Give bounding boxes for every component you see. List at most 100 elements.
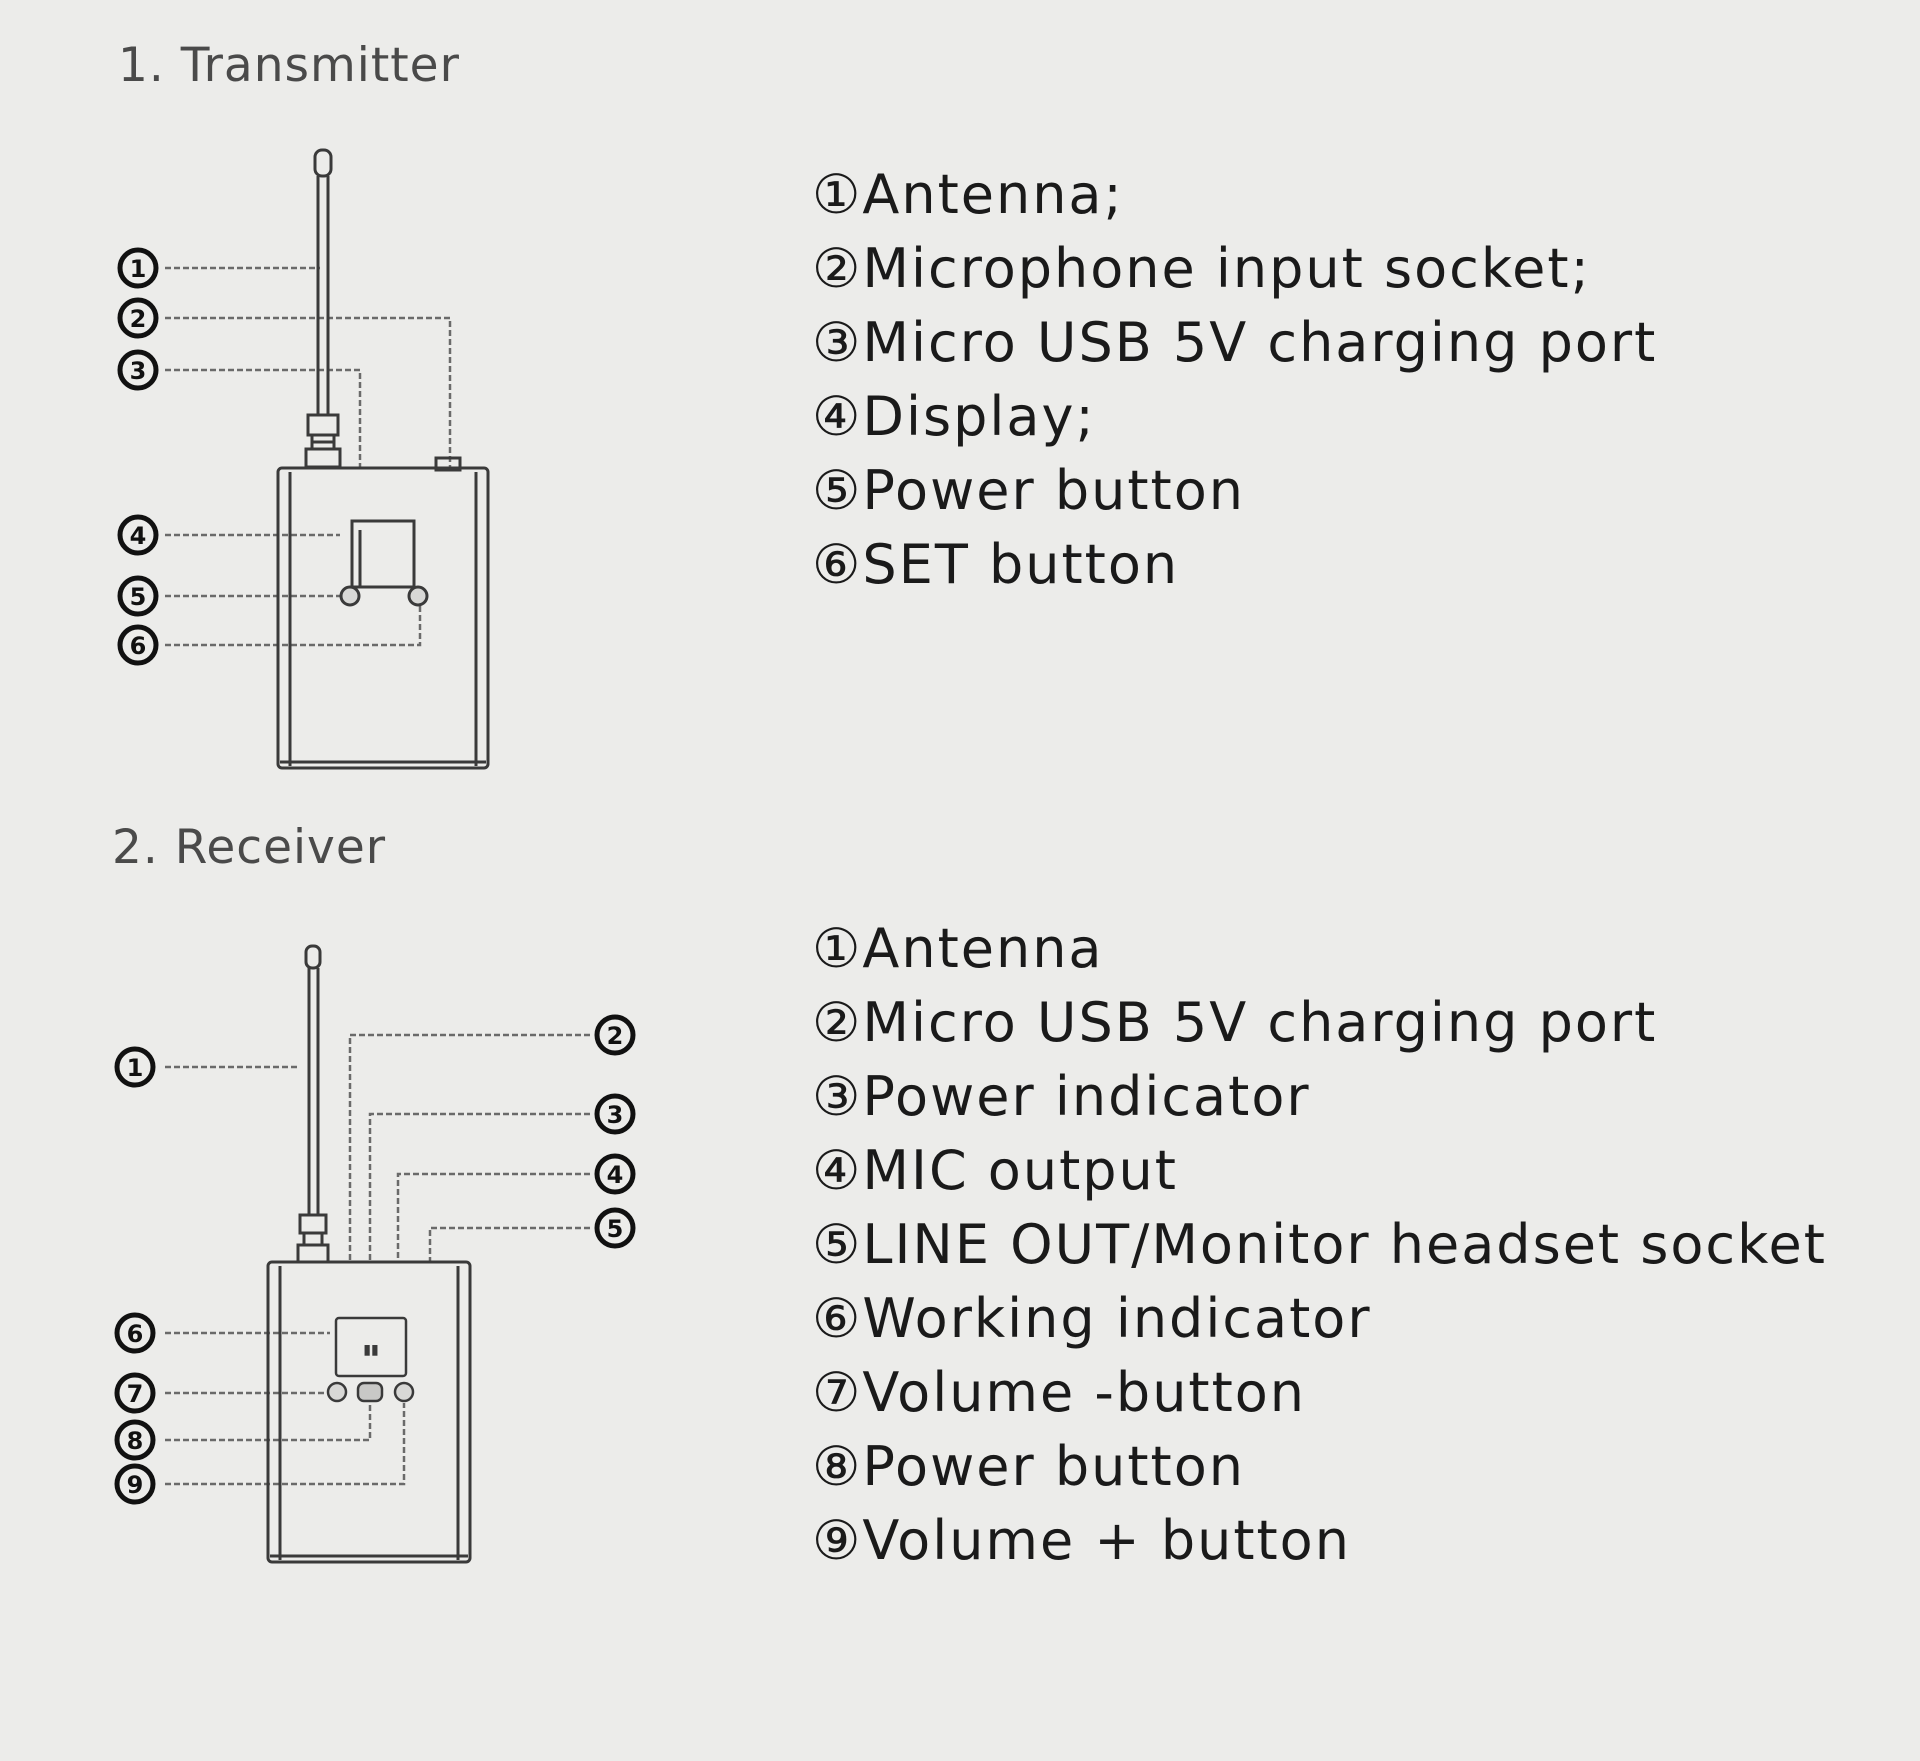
legend-number: ⑧: [812, 1435, 863, 1498]
receiver-legend-item: ⑨Volume + button: [812, 1504, 1827, 1578]
callout-6: 6: [117, 624, 159, 666]
legend-number: ②: [812, 991, 863, 1054]
callout-5: 5: [594, 1207, 636, 1249]
receiver-legend-item: ⑥Working indicator: [812, 1282, 1827, 1356]
callout-3: 3: [117, 349, 159, 391]
legend-number: ⑥: [812, 533, 863, 596]
leader-line: [396, 1172, 590, 1262]
legend-label: Micro USB 5V charging port: [862, 991, 1658, 1054]
receiver-legend-item: ④MIC output: [812, 1134, 1827, 1208]
callout-number: 8: [127, 1427, 144, 1455]
callout-8: 8: [114, 1419, 156, 1461]
legend-label: Power button: [862, 1435, 1245, 1498]
callout-number: 1: [127, 1054, 144, 1082]
transmitter-legend: ①Antenna; ②Microphone input socket; ③Mic…: [812, 158, 1657, 602]
legend-number: ④: [812, 1139, 863, 1202]
callout-number: 6: [130, 632, 147, 660]
leader-line: [165, 316, 452, 468]
legend-number: ②: [812, 237, 863, 300]
transmitter-legend-item: ③Micro USB 5V charging port: [812, 306, 1657, 380]
callout-number: 4: [130, 522, 147, 550]
callout-1: 1: [114, 1046, 156, 1088]
callout-4: 4: [594, 1153, 636, 1195]
transmitter-legend-item: ④Display;: [812, 380, 1657, 454]
power-button-icon: [339, 585, 361, 607]
legend-label: Antenna;: [862, 163, 1124, 226]
leader-line: [165, 1403, 372, 1442]
receiver-legend-item: ⑧Power button: [812, 1430, 1827, 1504]
transmitter-body: [276, 466, 490, 770]
receiver-legend-item: ⑦Volume -button: [812, 1356, 1827, 1430]
callout-7: 7: [114, 1372, 156, 1414]
legend-number: ⑤: [812, 459, 863, 522]
leader-line: [165, 1403, 406, 1486]
transmitter-legend-item: ②Microphone input socket;: [812, 232, 1657, 306]
display-icon: [350, 519, 416, 589]
callout-number: 7: [127, 1380, 144, 1408]
receiver-legend-item: ②Micro USB 5V charging port: [812, 986, 1827, 1060]
callout-5: 5: [117, 575, 159, 617]
callout-2: 2: [117, 297, 159, 339]
legend-label: Power indicator: [862, 1065, 1311, 1128]
legend-label: Volume -button: [862, 1361, 1307, 1424]
legend-label: Power button: [862, 459, 1245, 522]
callout-9: 9: [114, 1463, 156, 1505]
volume-minus-button-icon: [326, 1381, 348, 1403]
legend-number: ③: [812, 311, 863, 374]
callout-number: 1: [130, 255, 147, 283]
callout-number: 3: [130, 357, 147, 385]
callout-4: 4: [117, 514, 159, 556]
legend-number: ③: [812, 1065, 863, 1128]
legend-label: LINE OUT/Monitor headset socket: [862, 1213, 1827, 1276]
receiver-body: [266, 1260, 472, 1564]
antenna-icon: [296, 944, 330, 1264]
display-icon: ▮▮: [334, 1316, 408, 1378]
legend-label: MIC output: [862, 1139, 1178, 1202]
legend-label: Working indicator: [862, 1287, 1372, 1350]
legend-number: ①: [812, 163, 863, 226]
callout-6: 6: [114, 1312, 156, 1354]
svg-text:▮▮: ▮▮: [363, 1342, 378, 1358]
volume-plus-button-icon: [393, 1381, 415, 1403]
callout-number: 2: [130, 305, 147, 333]
leader-line: [165, 598, 422, 647]
antenna-icon: [304, 148, 342, 469]
legend-number: ⑦: [812, 1361, 863, 1424]
receiver-legend: ①Antenna ②Micro USB 5V charging port ③Po…: [812, 912, 1827, 1578]
callout-2: 2: [594, 1014, 636, 1056]
set-button-icon: [407, 585, 429, 607]
callout-1: 1: [117, 247, 159, 289]
receiver-title: 2. Receiver: [112, 820, 387, 875]
callout-number: 3: [607, 1101, 624, 1129]
callout-number: 5: [607, 1215, 624, 1243]
leader-line: [428, 1226, 590, 1262]
legend-label: Antenna: [862, 917, 1104, 980]
legend-number: ⑥: [812, 1287, 863, 1350]
receiver-legend-item: ①Antenna: [812, 912, 1827, 986]
callout-3: 3: [594, 1093, 636, 1135]
legend-label: SET button: [862, 533, 1180, 596]
legend-number: ④: [812, 385, 863, 448]
callout-number: 5: [130, 583, 147, 611]
legend-label: Volume + button: [862, 1509, 1351, 1572]
leader-line: [165, 368, 362, 468]
legend-number: ⑨: [812, 1509, 863, 1572]
transmitter-legend-item: ⑤Power button: [812, 454, 1657, 528]
legend-number: ①: [812, 917, 863, 980]
legend-label: Micro USB 5V charging port: [862, 311, 1658, 374]
leader-line: [368, 1112, 590, 1262]
leader-line: [348, 1033, 590, 1262]
transmitter-legend-item: ⑥SET button: [812, 528, 1657, 602]
legend-label: Display;: [862, 385, 1096, 448]
receiver-legend-item: ③Power indicator: [812, 1060, 1827, 1134]
transmitter-legend-item: ①Antenna;: [812, 158, 1657, 232]
callout-number: 6: [127, 1320, 144, 1348]
callout-number: 9: [127, 1471, 144, 1499]
transmitter-title: 1. Transmitter: [118, 38, 460, 93]
receiver-legend-item: ⑤LINE OUT/Monitor headset socket: [812, 1208, 1827, 1282]
mic-socket-icon: [434, 456, 462, 472]
power-button-icon: [356, 1381, 384, 1403]
legend-label: Microphone input socket;: [862, 237, 1591, 300]
